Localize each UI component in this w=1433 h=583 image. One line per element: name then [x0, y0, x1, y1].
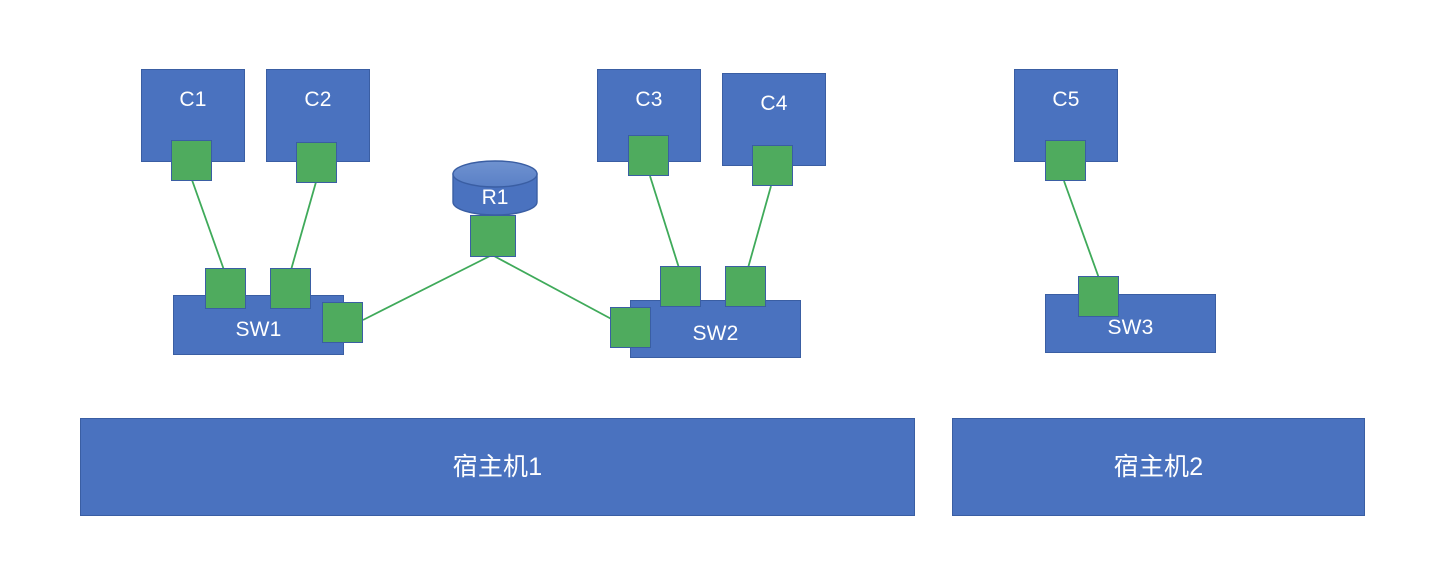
container-c5-label: C5	[1052, 88, 1080, 111]
port-sw2-p1[interactable]	[610, 307, 651, 348]
host-host2-label: 宿主机2	[1113, 452, 1204, 481]
container-c4[interactable]: C4	[722, 73, 826, 166]
container-c2-label: C2	[304, 88, 332, 111]
host-host1[interactable]: 宿主机1	[80, 418, 915, 516]
container-c4-label: C4	[760, 92, 788, 115]
port-c4[interactable]	[752, 145, 793, 186]
port-c2[interactable]	[296, 142, 337, 183]
host-host1-label: 宿主机1	[452, 452, 543, 481]
link-c2-sw1	[290, 181, 317, 271]
link-c1-sw1	[191, 179, 225, 271]
host-host2[interactable]: 宿主机2	[952, 418, 1365, 516]
port-sw1-p3[interactable]	[322, 302, 363, 343]
switch-sw1[interactable]: SW1	[173, 295, 344, 355]
port-sw3-p1[interactable]	[1078, 276, 1119, 317]
link-c5-sw3	[1063, 180, 1101, 282]
link-r1-sw2	[493, 255, 618, 323]
switch-sw3-label: SW3	[1107, 316, 1154, 339]
switch-sw1-label: SW1	[235, 317, 282, 341]
switch-sw2-label: SW2	[692, 321, 739, 345]
switch-sw2[interactable]: SW2	[630, 300, 801, 358]
container-c1-label: C1	[179, 88, 207, 111]
router-r1[interactable]: R1	[452, 160, 538, 216]
port-c5[interactable]	[1045, 140, 1086, 181]
port-r1[interactable]	[470, 215, 516, 257]
switch-sw3[interactable]: SW3	[1045, 294, 1216, 353]
link-c4-sw2	[747, 185, 772, 269]
port-sw2-p2[interactable]	[660, 266, 701, 307]
link-c3-sw2	[649, 175, 680, 269]
port-sw1-p2[interactable]	[270, 268, 311, 309]
port-c1[interactable]	[171, 140, 212, 181]
link-r1-sw1	[362, 255, 491, 321]
container-c3-label: C3	[635, 88, 663, 111]
cylinder-shape	[452, 160, 538, 216]
port-sw2-p3[interactable]	[725, 266, 766, 307]
port-c3[interactable]	[628, 135, 669, 176]
port-sw1-p1[interactable]	[205, 268, 246, 309]
